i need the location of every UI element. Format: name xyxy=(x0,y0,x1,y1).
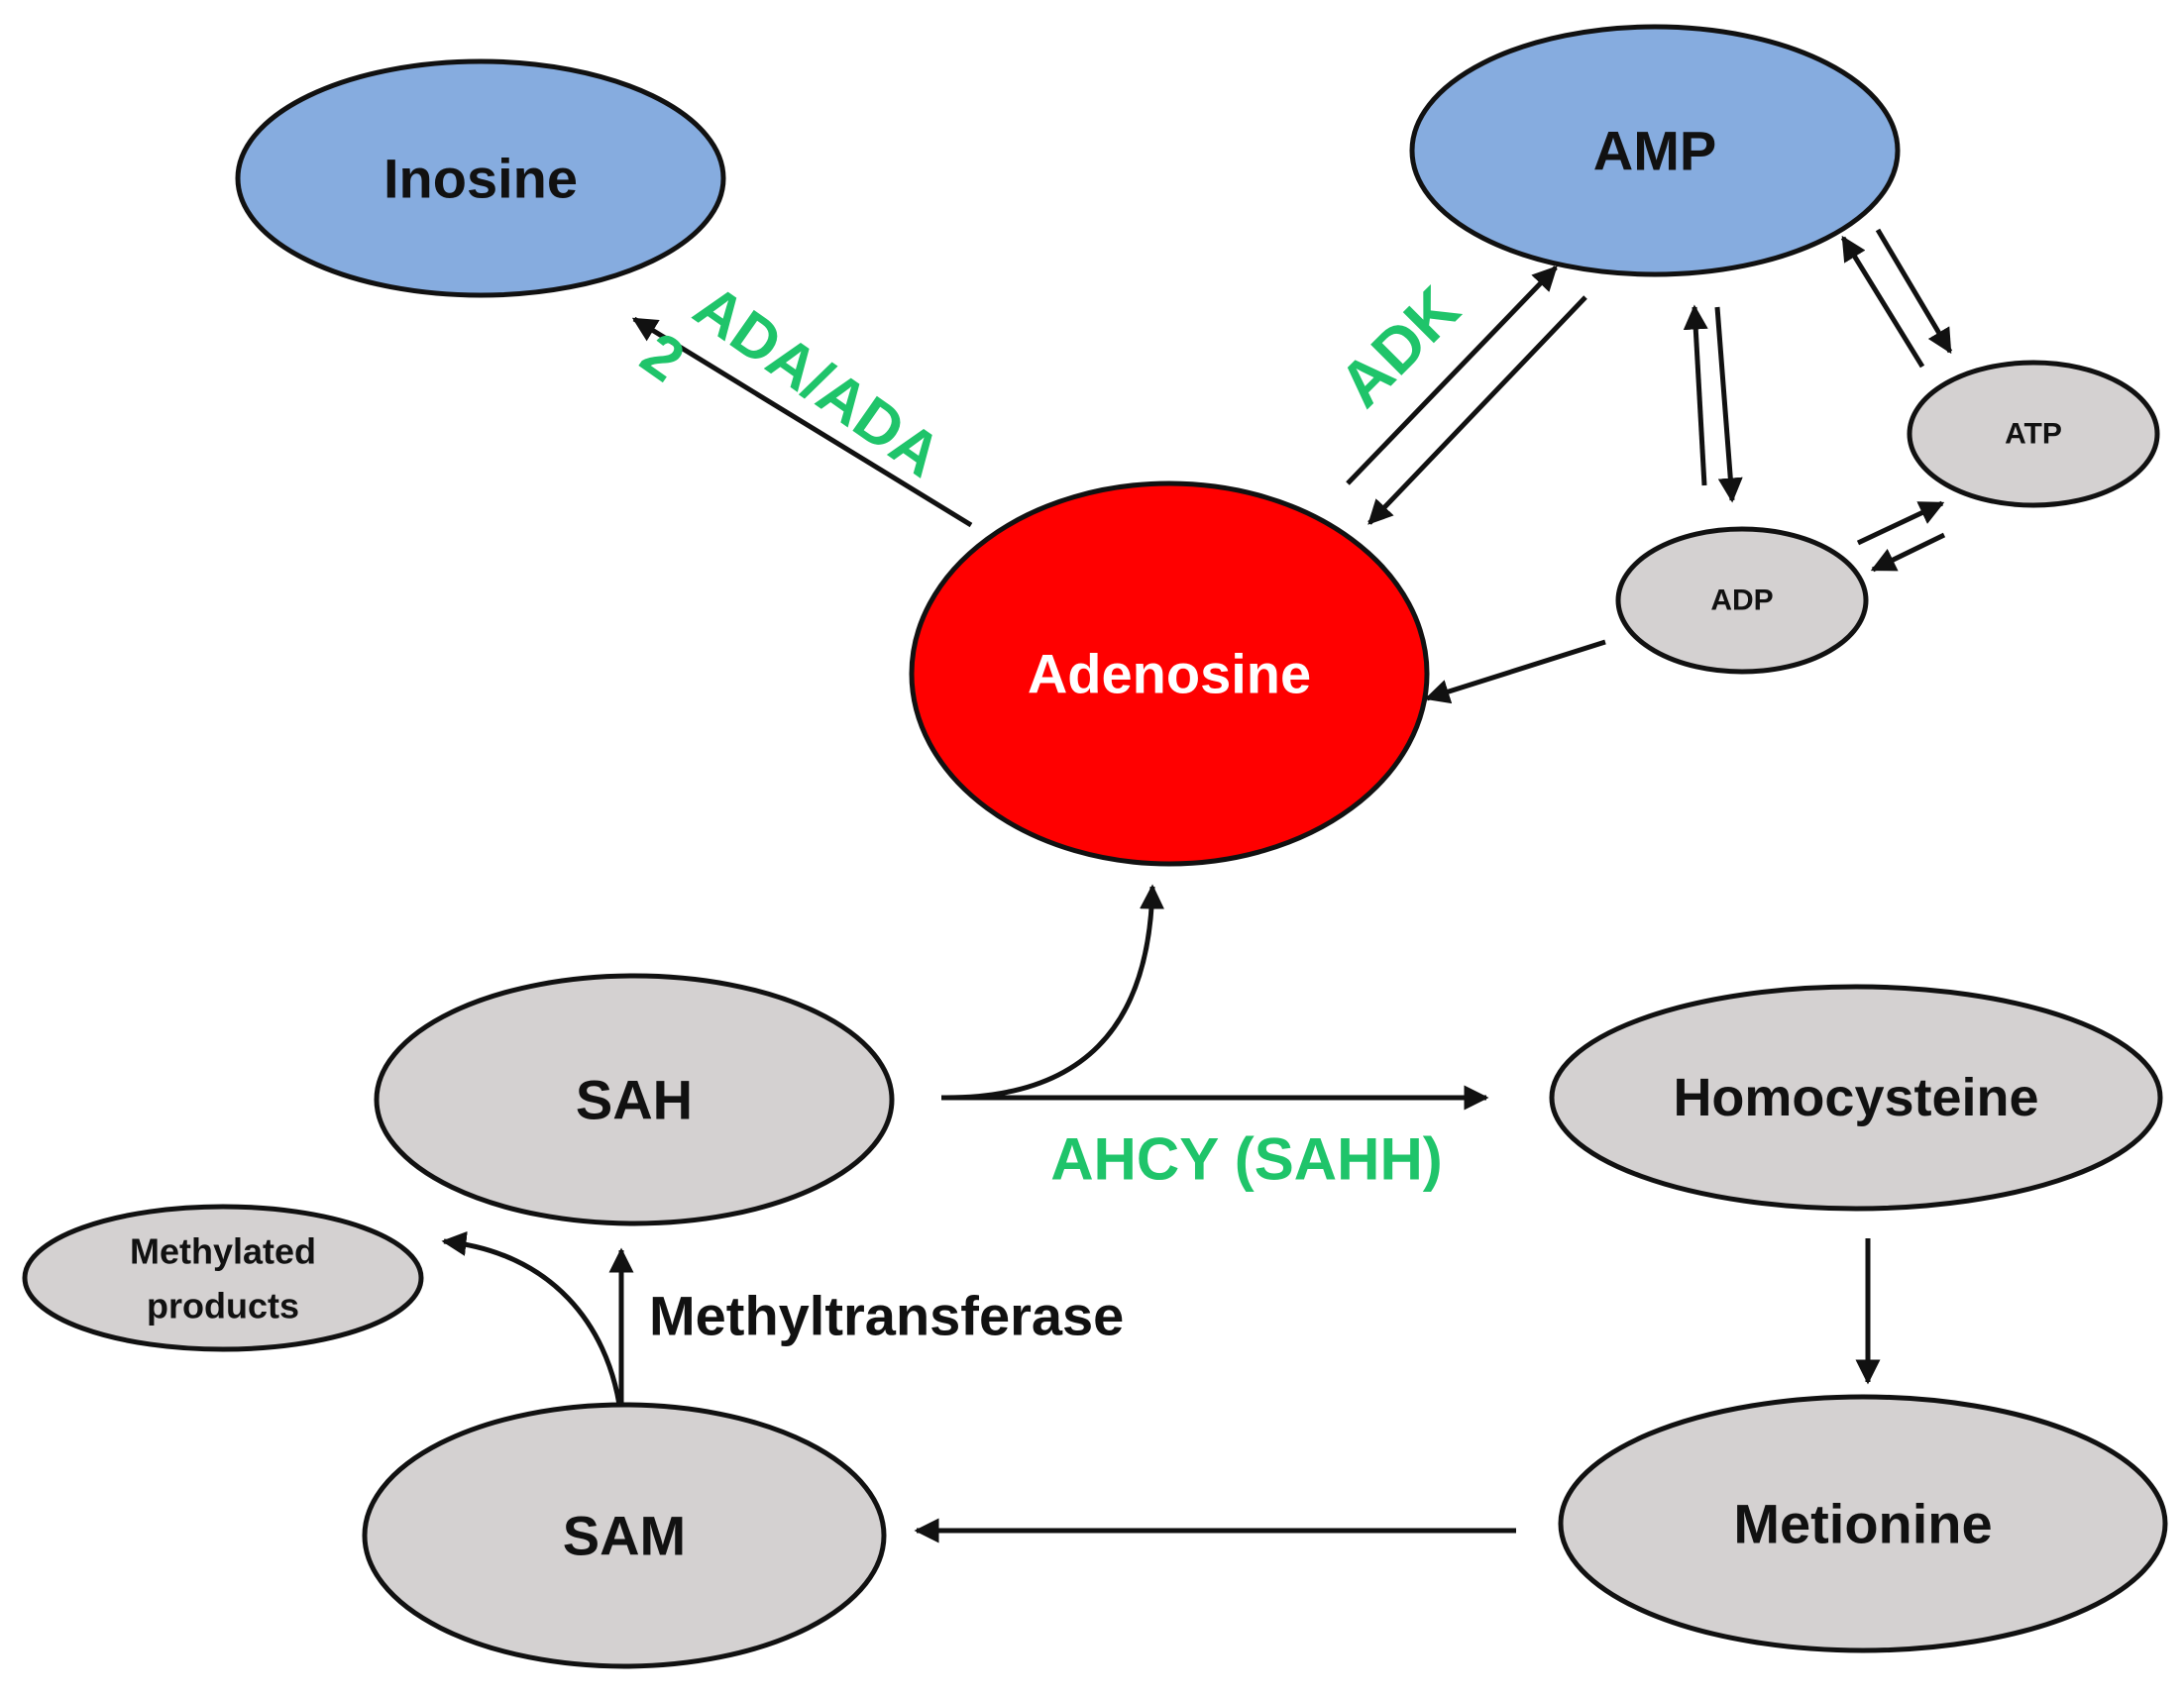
edge-adp-to-adenosine xyxy=(1424,639,1606,704)
enzyme-ada-ada2-line2: 2 xyxy=(629,320,697,395)
edge-adp-to-atp xyxy=(1856,500,1945,546)
edge-atp-to-adp xyxy=(1870,532,1946,573)
node-methylated-products-label-line2: products xyxy=(147,1286,299,1327)
node-adenosine-shape xyxy=(909,480,1430,867)
enzyme-ahcy-sahh: AHCY (SAHH) xyxy=(1050,1126,1443,1193)
node-homocysteine-label: Homocysteine xyxy=(1673,1068,2038,1127)
node-homocysteine: Homocysteine xyxy=(1549,984,2163,1212)
node-adenosine: Adenosine xyxy=(909,480,1430,867)
node-methylated-products-label-line1: Methylated xyxy=(130,1231,316,1272)
edge-adenosine-to-amp xyxy=(1346,265,1558,485)
node-adp: ADP xyxy=(1615,526,1869,675)
node-atp: ATP xyxy=(1907,360,2160,508)
node-metionine: Metionine xyxy=(1558,1394,2168,1653)
node-amp: AMP xyxy=(1409,24,1901,277)
edge-sah-to-adenosine xyxy=(945,884,1165,1101)
edge-amp-to-adp xyxy=(1714,306,1743,503)
node-methylated-products-shape xyxy=(22,1204,424,1352)
node-adenosine-label: Adenosine xyxy=(1028,643,1311,705)
node-inosine-shape xyxy=(235,58,726,298)
edge-amp-to-adenosine xyxy=(1367,295,1587,525)
node-methylated-products: Methylated products xyxy=(22,1204,424,1352)
node-atp-label: ATP xyxy=(2005,418,2062,451)
node-sam-shape xyxy=(362,1402,887,1669)
node-sah: SAH xyxy=(374,973,895,1226)
node-sah-label: SAH xyxy=(576,1069,693,1131)
node-sam: SAM xyxy=(362,1402,887,1669)
enzyme-ada-ada2-line1: ADA/ADA xyxy=(682,272,953,490)
node-amp-shape xyxy=(1409,24,1901,277)
node-sam-label: SAM xyxy=(563,1505,686,1567)
enzyme-adk: ADK xyxy=(1326,273,1474,421)
enzyme-methyltransferase: Methyltransferase xyxy=(649,1285,1124,1347)
edge-atp-to-amp xyxy=(1840,235,1925,369)
node-amp-label: AMP xyxy=(1593,120,1716,182)
node-homocysteine-shape xyxy=(1549,984,2163,1212)
edge-sam-to-methylated-products xyxy=(441,1230,622,1406)
node-adp-shape xyxy=(1615,526,1869,675)
edge-amp-to-atp xyxy=(1875,228,1953,355)
node-metionine-label: Metionine xyxy=(1733,1493,1992,1555)
node-inosine: Inosine xyxy=(235,58,726,298)
node-adp-label: ADP xyxy=(1710,584,1773,617)
node-metionine-shape xyxy=(1558,1394,2168,1653)
enzyme-ada-ada2: ADA/ADA 2 xyxy=(629,272,953,490)
node-sah-shape xyxy=(374,973,895,1226)
node-atp-shape xyxy=(1907,360,2160,508)
edge-adenosine-to-inosine xyxy=(631,316,973,528)
edge-adp-to-amp xyxy=(1683,304,1708,486)
node-inosine-label: Inosine xyxy=(383,148,578,210)
